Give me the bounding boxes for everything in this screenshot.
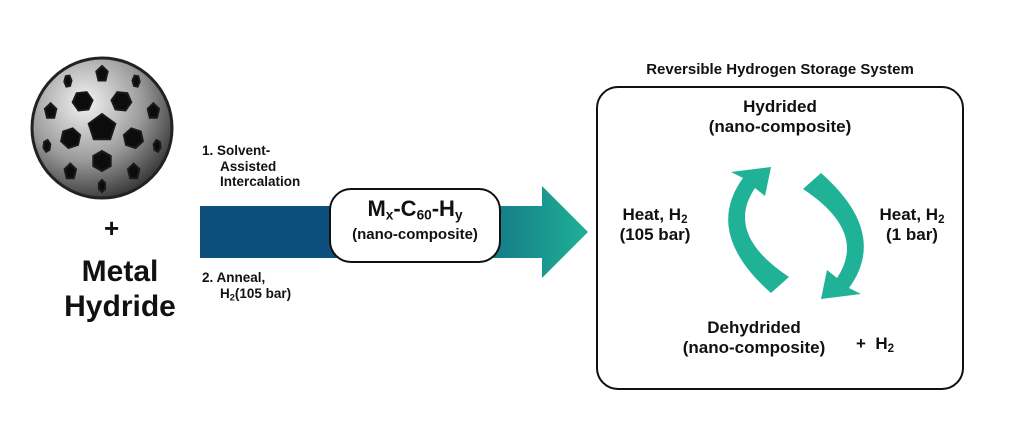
- fullerene-face: [42, 138, 52, 154]
- fullerene-face: [126, 162, 141, 180]
- hydrided-label: Hydrided (nano-composite): [708, 97, 852, 136]
- plus-h2-label: + H2: [856, 334, 895, 355]
- fullerene-icon: [30, 56, 174, 200]
- composite-subtitle: (nano-composite): [352, 226, 478, 243]
- heat-left-label: Heat, H2 (105 bar): [619, 205, 691, 244]
- storage-system-box: [596, 86, 964, 390]
- metal-label: Metal: [81, 255, 159, 288]
- fullerene-face: [110, 91, 133, 112]
- step-1-label: 1. Solvent- Assisted Intercalation: [202, 143, 300, 190]
- system-title: Reversible Hydrogen Storage System: [646, 61, 914, 78]
- step-2-label: 2. Anneal, H2(105 bar): [202, 270, 291, 301]
- step-1-line-3: Intercalation: [220, 174, 301, 190]
- fullerene-face: [95, 64, 109, 82]
- step-1-line-2: Assisted: [220, 158, 277, 174]
- hydrogenation-cycle-arrow: [728, 167, 789, 293]
- composite-formula: Mx-C60-Hy: [367, 196, 463, 223]
- fullerene-face: [71, 91, 94, 112]
- composite-box: Mx-C60-Hy (nano-composite): [329, 188, 501, 263]
- step-2-line-1: 2. Anneal,: [202, 270, 266, 285]
- plus-sign: +: [104, 213, 120, 243]
- fullerene-face: [131, 74, 141, 88]
- fullerene-face: [122, 127, 144, 150]
- fullerene-face: [97, 178, 107, 194]
- fullerene-face: [152, 138, 162, 154]
- metal-hydride-label: Metal Hydride: [52, 254, 188, 325]
- hydride-label: Hydride: [64, 290, 176, 324]
- heat-right-label: Heat, H2 (1 bar): [879, 205, 945, 244]
- fullerene-face: [146, 101, 161, 119]
- fullerene-face: [92, 149, 112, 173]
- step-2-h: H: [220, 285, 230, 301]
- dehydrogenation-cycle-arrow: [803, 173, 864, 299]
- dehydrided-label: Dehydrided (nano-composite): [682, 318, 826, 357]
- fullerene-face: [63, 74, 73, 88]
- fullerene-face: [43, 101, 58, 119]
- fullerene-face: [63, 162, 78, 180]
- fullerene-face: [60, 127, 82, 150]
- fullerene-face: [87, 112, 117, 141]
- step-1-line-1: 1. Solvent-: [202, 143, 271, 158]
- step-2-h-sub: 2: [229, 291, 235, 302]
- step-2-pressure: (105 bar): [234, 285, 292, 301]
